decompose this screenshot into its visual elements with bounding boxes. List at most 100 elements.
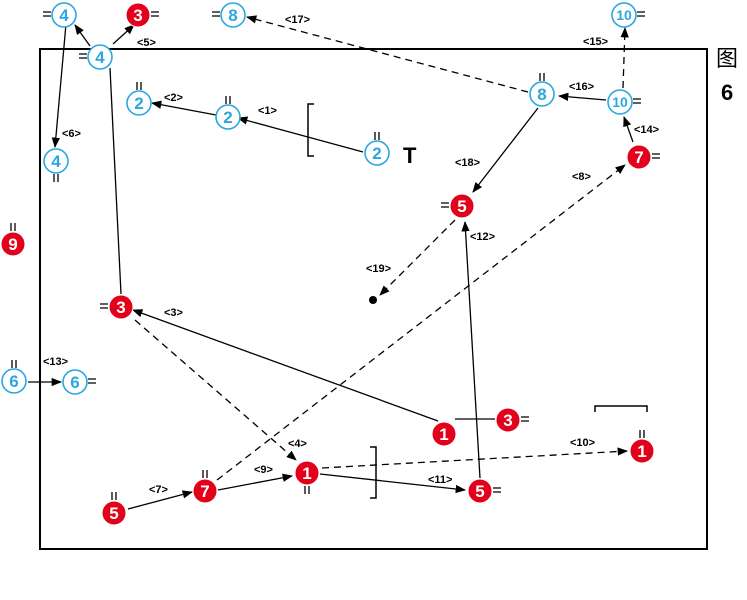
- bracket-left: [307, 103, 314, 157]
- player-token: [495, 407, 521, 433]
- player-token: [215, 104, 241, 130]
- player-number: 9: [8, 235, 17, 254]
- player-red-5: 5: [467, 478, 501, 504]
- move-12: [461, 220, 481, 479]
- player-red-1: 1: [294, 460, 320, 494]
- player-blue-8: 8: [529, 73, 555, 107]
- facing-marks: [639, 430, 645, 438]
- player-number: 2: [372, 144, 381, 163]
- player-red-3: 3: [495, 407, 529, 433]
- player-number: 2: [134, 94, 143, 113]
- player-token: [0, 231, 26, 257]
- player-red-1: 1: [431, 421, 457, 447]
- move-19: [379, 219, 456, 296]
- player-number: 7: [200, 482, 209, 501]
- player-number: 8: [228, 6, 237, 25]
- player-token: [220, 2, 246, 28]
- facing-marks: [225, 96, 231, 104]
- facing-marks: [493, 487, 501, 493]
- step-label-2: <2>: [164, 92, 183, 104]
- figure-number: 6: [721, 80, 733, 105]
- player-token: [101, 500, 127, 526]
- move-14: [623, 116, 634, 143]
- player-number: 4: [59, 6, 69, 25]
- move-16: [557, 92, 607, 101]
- player-number: 5: [109, 504, 118, 523]
- move-15: [620, 26, 629, 89]
- player-red-9: 9: [0, 223, 26, 257]
- player-number: 3: [116, 298, 125, 317]
- step-label-12: <12>: [470, 231, 495, 243]
- player-token: [626, 144, 652, 170]
- player-token: [62, 369, 88, 395]
- move-17: [245, 15, 529, 93]
- player-red-5: 5: [101, 492, 127, 526]
- player-token: [529, 81, 555, 107]
- move-9: [217, 473, 294, 491]
- facing-marks: [151, 11, 159, 17]
- bracket-top: [594, 405, 648, 412]
- field-border: [39, 48, 708, 550]
- player-blue-4: 4: [43, 148, 69, 182]
- move-5: [112, 24, 135, 45]
- facing-marks: [374, 132, 380, 140]
- player-red-5: 5: [441, 193, 475, 219]
- move-4: [134, 319, 297, 461]
- player-token: [192, 478, 218, 504]
- player-token: [87, 44, 113, 70]
- step-label-14: <14>: [634, 124, 659, 136]
- step-label-18: <18>: [455, 157, 480, 169]
- player-token: [108, 294, 134, 320]
- player-token: [294, 460, 320, 486]
- player-blue-6: 6: [1, 360, 27, 394]
- player-token: [449, 193, 475, 219]
- player-number: 3: [503, 411, 512, 430]
- player-red-7: 7: [192, 470, 218, 504]
- ball: [369, 296, 377, 304]
- facing-marks: [202, 470, 208, 478]
- player-token: [607, 89, 633, 115]
- move-6: [51, 23, 67, 149]
- step-label-15: <15>: [583, 36, 608, 48]
- player-number: 6: [9, 372, 18, 391]
- player-number: 1: [302, 464, 311, 483]
- move-4b-4a: [74, 24, 91, 47]
- player-number: 10: [616, 7, 632, 23]
- step-label-6: <6>: [62, 128, 81, 140]
- facing-marks: [10, 223, 16, 231]
- player-red-3: 3: [125, 2, 159, 28]
- step-label-9: <9>: [254, 464, 273, 476]
- player-blue-2: 2: [364, 132, 390, 166]
- facing-marks: [79, 53, 87, 59]
- player-token: [51, 2, 77, 28]
- player-token: [126, 90, 152, 116]
- step-label-8: <8>: [572, 171, 591, 183]
- move-18: [472, 107, 539, 193]
- player-token: [467, 478, 493, 504]
- move-7: [127, 490, 194, 510]
- player-number: 10: [612, 94, 628, 110]
- step-label-3: <3>: [164, 307, 183, 319]
- player-number: 1: [439, 425, 448, 444]
- facing-marks: [521, 416, 529, 422]
- player-number: 1: [637, 442, 646, 461]
- player-number: 2: [223, 108, 232, 127]
- player-number: 5: [457, 197, 466, 216]
- facing-marks: [539, 73, 545, 81]
- facing-marks: [53, 174, 59, 182]
- facing-marks: [100, 303, 108, 309]
- move-10: [321, 447, 629, 469]
- figure-label: 图: [716, 47, 738, 72]
- move-3b-4: [109, 67, 122, 295]
- step-label-16: <16>: [569, 81, 594, 93]
- move-3: [132, 309, 439, 422]
- step-label-5: <5>: [137, 37, 156, 49]
- player-token: [431, 421, 457, 447]
- player-red-1: 1: [629, 430, 655, 464]
- player-number: 4: [95, 48, 105, 67]
- facing-marks: [637, 11, 645, 17]
- facing-marks: [652, 153, 660, 159]
- player-blue-2: 2: [126, 82, 152, 116]
- player-token: [1, 368, 27, 394]
- player-blue-8: 8: [212, 2, 246, 28]
